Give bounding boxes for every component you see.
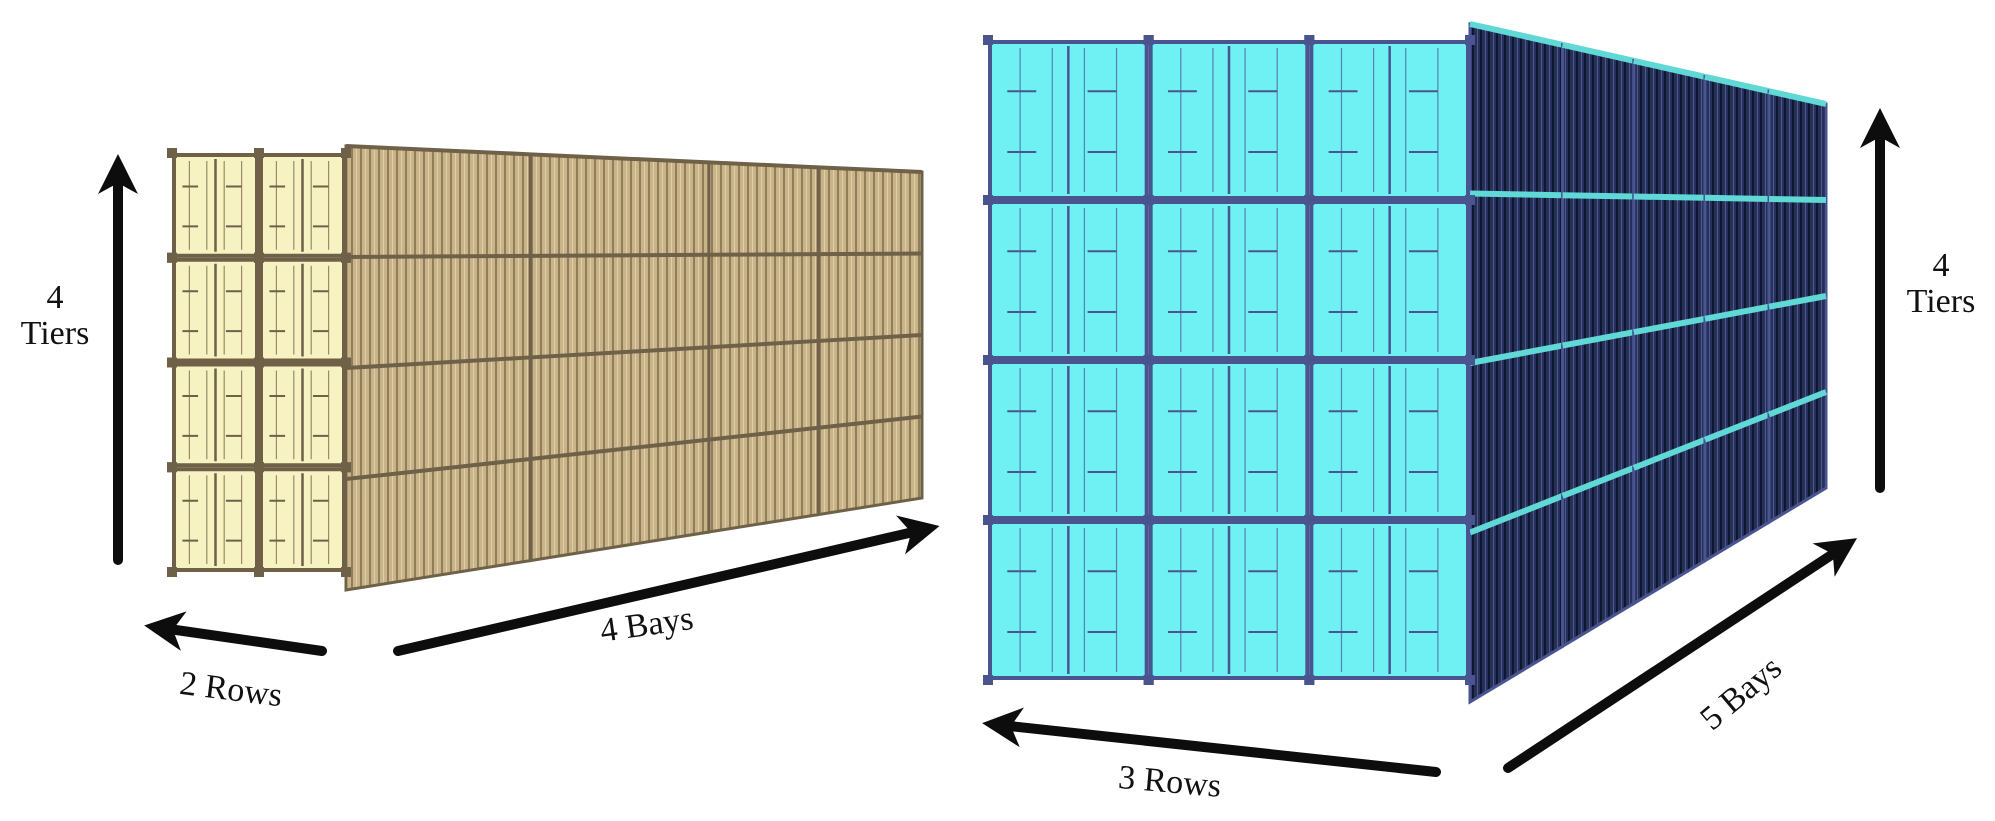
- container-door-end: [1143, 195, 1315, 365]
- right-bays-arrow: [1503, 538, 1858, 773]
- container-door-end: [1304, 515, 1475, 685]
- container-top-rail: [1768, 88, 1827, 107]
- container-top-rail: [530, 152, 709, 165]
- container-top-rail: [818, 333, 923, 343]
- container-side-panel: [1703, 196, 1771, 321]
- container-top-rail: [1703, 411, 1771, 443]
- container-door-end: [167, 357, 264, 473]
- container-side-panel: [816, 251, 924, 343]
- container-door-end: [983, 515, 1154, 685]
- container-top-rail: [345, 355, 531, 370]
- container-top-rail: [1704, 73, 1770, 95]
- right-tiers-count: 4: [1932, 247, 1950, 284]
- right-rows-arrow: [982, 707, 1441, 777]
- right-stack-door-faces: [983, 35, 1475, 685]
- container-top-rail: [1562, 329, 1635, 349]
- container-side-panel: [1468, 191, 1565, 365]
- left-stack-door-faces: [167, 148, 351, 577]
- container-side-panel: [1468, 22, 1565, 197]
- container-side-panel: [1703, 74, 1771, 201]
- container-side-panel: [528, 152, 711, 258]
- container-door-end: [1143, 35, 1315, 205]
- container-top-rail: [708, 160, 819, 170]
- container-top-rail: [818, 165, 923, 174]
- container-side-panel: [707, 252, 820, 349]
- container-door-end: [1304, 195, 1475, 365]
- container-side-panel: [1632, 194, 1707, 334]
- container-side-panel: [816, 165, 924, 256]
- container-top-rail: [1768, 195, 1827, 203]
- container-side-panel: [1561, 42, 1636, 199]
- container-door-end: [983, 195, 1154, 365]
- container-top-rail: [1469, 21, 1564, 48]
- right-tiers-label: 4 Tiers: [1896, 248, 1986, 319]
- container-door-end: [1304, 35, 1475, 205]
- container-side-panel: [528, 253, 711, 360]
- container-top-rail: [1561, 465, 1635, 499]
- container-top-rail: [530, 345, 709, 360]
- container-side-panel: [707, 339, 820, 442]
- right-tiers-word: Tiers: [1906, 282, 1976, 320]
- container-door-end: [983, 35, 1154, 205]
- container-door-end: [167, 252, 264, 368]
- container-top-rail: [1561, 41, 1635, 64]
- container-side-panel: [1561, 193, 1636, 348]
- right-container-stack: [983, 21, 1828, 705]
- left-stack-side-faces: [344, 144, 924, 592]
- container-top-rail: [1562, 192, 1634, 200]
- left-bays-arrow: [393, 515, 940, 656]
- container-side-panel: [707, 426, 820, 534]
- container-door-end: [167, 148, 264, 263]
- container-side-panel: [816, 333, 924, 430]
- container-top-rail: [345, 457, 531, 481]
- container-top-rail: [530, 252, 709, 258]
- container-top-rail: [1633, 315, 1706, 336]
- container-side-panel: [1767, 197, 1828, 309]
- container-door-end: [1304, 355, 1475, 525]
- container-door-end: [254, 252, 351, 368]
- left-tiers-count: 4: [46, 279, 64, 316]
- container-door-end: [1143, 355, 1315, 525]
- container-top-rail: [708, 252, 819, 257]
- container-side-panel: [1632, 58, 1707, 200]
- container-door-end: [254, 462, 351, 577]
- container-top-rail: [345, 253, 531, 259]
- container-top-rail: [1768, 293, 1827, 310]
- container-top-rail: [345, 144, 531, 157]
- container-side-panel: [344, 144, 532, 259]
- container-top-rail: [818, 414, 923, 430]
- container-top-rail: [1632, 436, 1707, 471]
- container-top-rail: [708, 425, 819, 442]
- container-top-rail: [1468, 493, 1564, 536]
- container-door-end: [167, 462, 264, 577]
- container-top-rail: [818, 251, 923, 257]
- container-top-rail: [1469, 342, 1564, 366]
- container-top-rail: [530, 437, 710, 461]
- left-tiers-label: 4 Tiers: [10, 280, 100, 351]
- container-side-panel: [344, 457, 532, 592]
- container-top-rail: [1469, 190, 1563, 199]
- container-side-panel: [707, 160, 820, 257]
- container-top-rail: [1633, 193, 1706, 201]
- container-side-panel: [1767, 89, 1828, 202]
- container-door-end: [254, 148, 351, 263]
- container-top-rail: [1704, 303, 1770, 322]
- left-container-stack: [167, 144, 924, 592]
- container-side-panel: [344, 254, 532, 370]
- left-tiers-word: Tiers: [20, 314, 90, 352]
- container-top-rail: [708, 338, 819, 350]
- left-rows-arrow: [144, 611, 327, 656]
- container-side-panel: [816, 414, 924, 517]
- container-top-rail: [1704, 194, 1770, 202]
- container-door-end: [983, 355, 1154, 525]
- container-door-end: [254, 357, 351, 473]
- container-door-end: [1143, 515, 1315, 685]
- right-stack-side-faces: [1468, 21, 1828, 705]
- container-top-rail: [1633, 57, 1706, 80]
- container-top-rail: [1767, 389, 1828, 418]
